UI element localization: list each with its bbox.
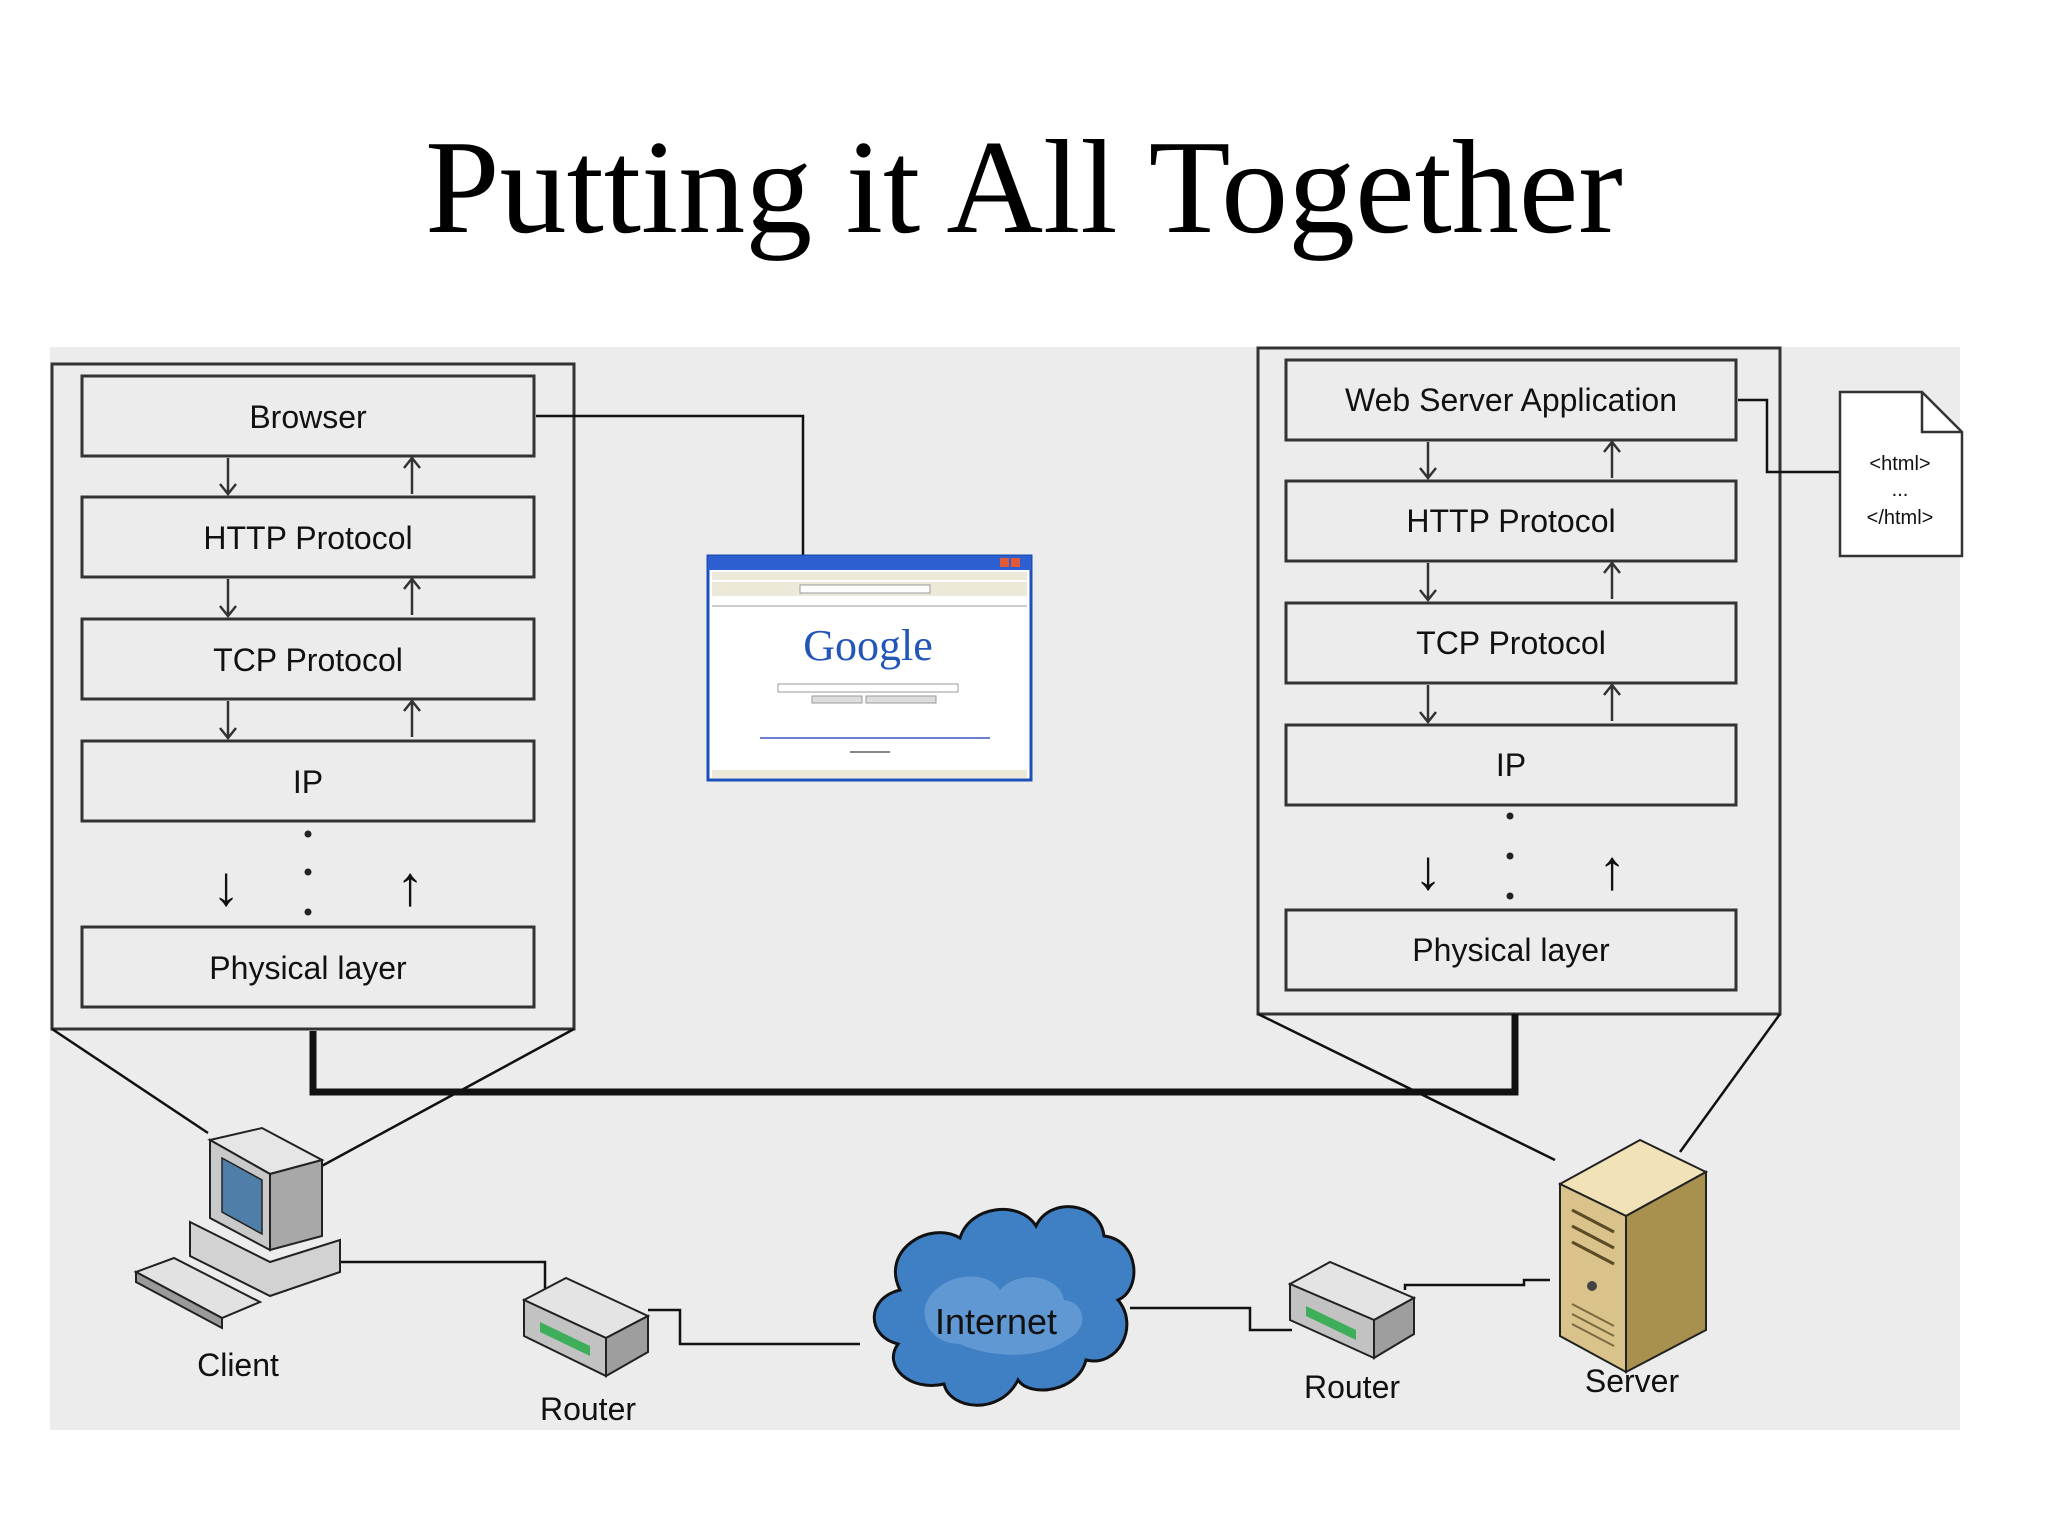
client-down-arrow: ↓ xyxy=(212,854,240,917)
server-app-label: Web Server Application xyxy=(1345,382,1677,418)
client-browser-box xyxy=(80,374,536,458)
router-to-internet-link xyxy=(648,1308,860,1346)
server-http-label: HTTP Protocol xyxy=(1406,503,1615,539)
document-open-tag: <html> xyxy=(1869,453,1930,475)
server-physical-label: Physical layer xyxy=(1412,932,1610,968)
client-stack-arrows xyxy=(219,455,421,741)
client-up-arrow: ↑ xyxy=(396,854,424,917)
slide-title: Putting it All Together xyxy=(425,113,1623,261)
client-http-box xyxy=(80,495,536,579)
server-icon xyxy=(1557,1138,1709,1374)
server-physical-box xyxy=(1284,908,1738,992)
server-http-box xyxy=(1284,479,1738,563)
server-tcp-box xyxy=(1284,601,1738,685)
server-label: Server xyxy=(1585,1363,1680,1399)
server-app-to-document-line xyxy=(1738,398,1840,474)
internet-to-router-link xyxy=(1130,1306,1292,1332)
document-ellipsis: ... xyxy=(1892,479,1909,501)
internet-label: Internet xyxy=(935,1301,1057,1342)
physical-connection-line xyxy=(309,1014,1519,1096)
server-stack-arrows xyxy=(1419,439,1621,725)
server-up-arrow: ↑ xyxy=(1598,838,1626,901)
server-zoom-line-right xyxy=(1678,1013,1782,1153)
google-logo: Google xyxy=(803,621,933,670)
client-zoom-line-left xyxy=(51,1027,209,1135)
browser-to-window-line xyxy=(536,414,805,556)
client-stack-container xyxy=(50,362,576,1031)
client-label: Client xyxy=(197,1347,279,1383)
client-computer-icon xyxy=(133,1126,341,1330)
server-stack-container xyxy=(1256,346,1782,1016)
connector-lines xyxy=(51,398,1840,1346)
client-ip-box xyxy=(80,739,536,823)
client-stack: Browser HTTP Protocol TCP Protocol IP Ph… xyxy=(80,374,536,1009)
client-ellipsis-dots xyxy=(304,830,312,916)
server-ip-label: IP xyxy=(1496,747,1526,783)
router-right-icon xyxy=(1287,1260,1417,1360)
router-left-icon xyxy=(521,1276,651,1378)
server-ellipsis-dots xyxy=(1506,812,1514,900)
server-app-box xyxy=(1284,358,1738,442)
router-left-label: Router xyxy=(540,1391,636,1427)
client-physical-box xyxy=(80,925,536,1009)
client-to-router-link xyxy=(322,1260,547,1300)
server-down-arrow: ↓ xyxy=(1414,838,1442,901)
server-zoom-line-left xyxy=(1257,1012,1556,1162)
client-http-label: HTTP Protocol xyxy=(203,520,412,556)
router-to-server-link xyxy=(1403,1278,1550,1290)
client-physical-label: Physical layer xyxy=(209,950,407,986)
document-close-tag: </html> xyxy=(1867,507,1934,529)
client-zoom-line-right xyxy=(317,1027,575,1170)
client-tcp-box xyxy=(80,617,536,701)
browser-window: Google xyxy=(706,554,1033,782)
client-browser-label: Browser xyxy=(249,399,367,435)
client-tcp-label: TCP Protocol xyxy=(213,642,403,678)
server-ip-box xyxy=(1284,723,1738,807)
server-tcp-label: TCP Protocol xyxy=(1416,625,1606,661)
html-document: <html> ... </html> xyxy=(1838,390,1964,558)
internet-cloud-icon xyxy=(872,1205,1136,1407)
client-ip-label: IP xyxy=(293,764,323,800)
server-stack: Web Server Application HTTP Protocol TCP… xyxy=(1284,358,1738,992)
router-right-label: Router xyxy=(1304,1369,1400,1405)
